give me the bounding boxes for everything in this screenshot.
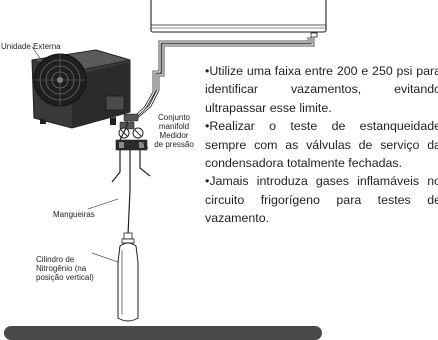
label-cylinder: Cilindro de Nitrogênio (na posição verti… bbox=[36, 255, 94, 282]
label-cylinder-line-3: posição vertical) bbox=[36, 273, 94, 282]
label-manifold-line-4: de pressão bbox=[154, 140, 194, 149]
nitrogen-cylinder bbox=[117, 232, 139, 322]
instruction-no-flammable-gas: •Jamais introduza gases inflamáveis no c… bbox=[205, 174, 438, 226]
label-manifold-line-1: Conjunto bbox=[157, 113, 191, 122]
indoor-unit bbox=[150, 0, 327, 38]
label-manifold-line-3: Medidor bbox=[159, 131, 189, 140]
hoses bbox=[111, 121, 151, 236]
label-cylinder-line-1: Cilindro de bbox=[36, 255, 75, 264]
label-outdoor-unit: Unidade Externa bbox=[1, 42, 61, 51]
service-valves bbox=[119, 113, 139, 130]
label-manifold-line-2: manifold bbox=[158, 122, 190, 131]
manifold-gauge-set bbox=[115, 127, 148, 151]
instruction-tightness-test: •Realizar o teste de estanqueidade sempr… bbox=[205, 119, 438, 171]
instructions-text: •Utilize uma faixa entre 200 e 250 psi p… bbox=[205, 62, 438, 228]
section-header-bar bbox=[4, 326, 322, 340]
instruction-pressure-range: •Utilize uma faixa entre 200 e 250 psi p… bbox=[205, 64, 438, 115]
refrigerant-pipes bbox=[130, 37, 315, 123]
label-hoses: Mangueiras bbox=[53, 210, 95, 219]
label-manifold: Conjunto manifold Medidor de pressão bbox=[145, 113, 203, 149]
label-cylinder-line-2: Nitrogênio (na bbox=[36, 264, 87, 273]
outdoor-unit bbox=[31, 49, 131, 129]
leader-lines bbox=[31, 46, 149, 263]
